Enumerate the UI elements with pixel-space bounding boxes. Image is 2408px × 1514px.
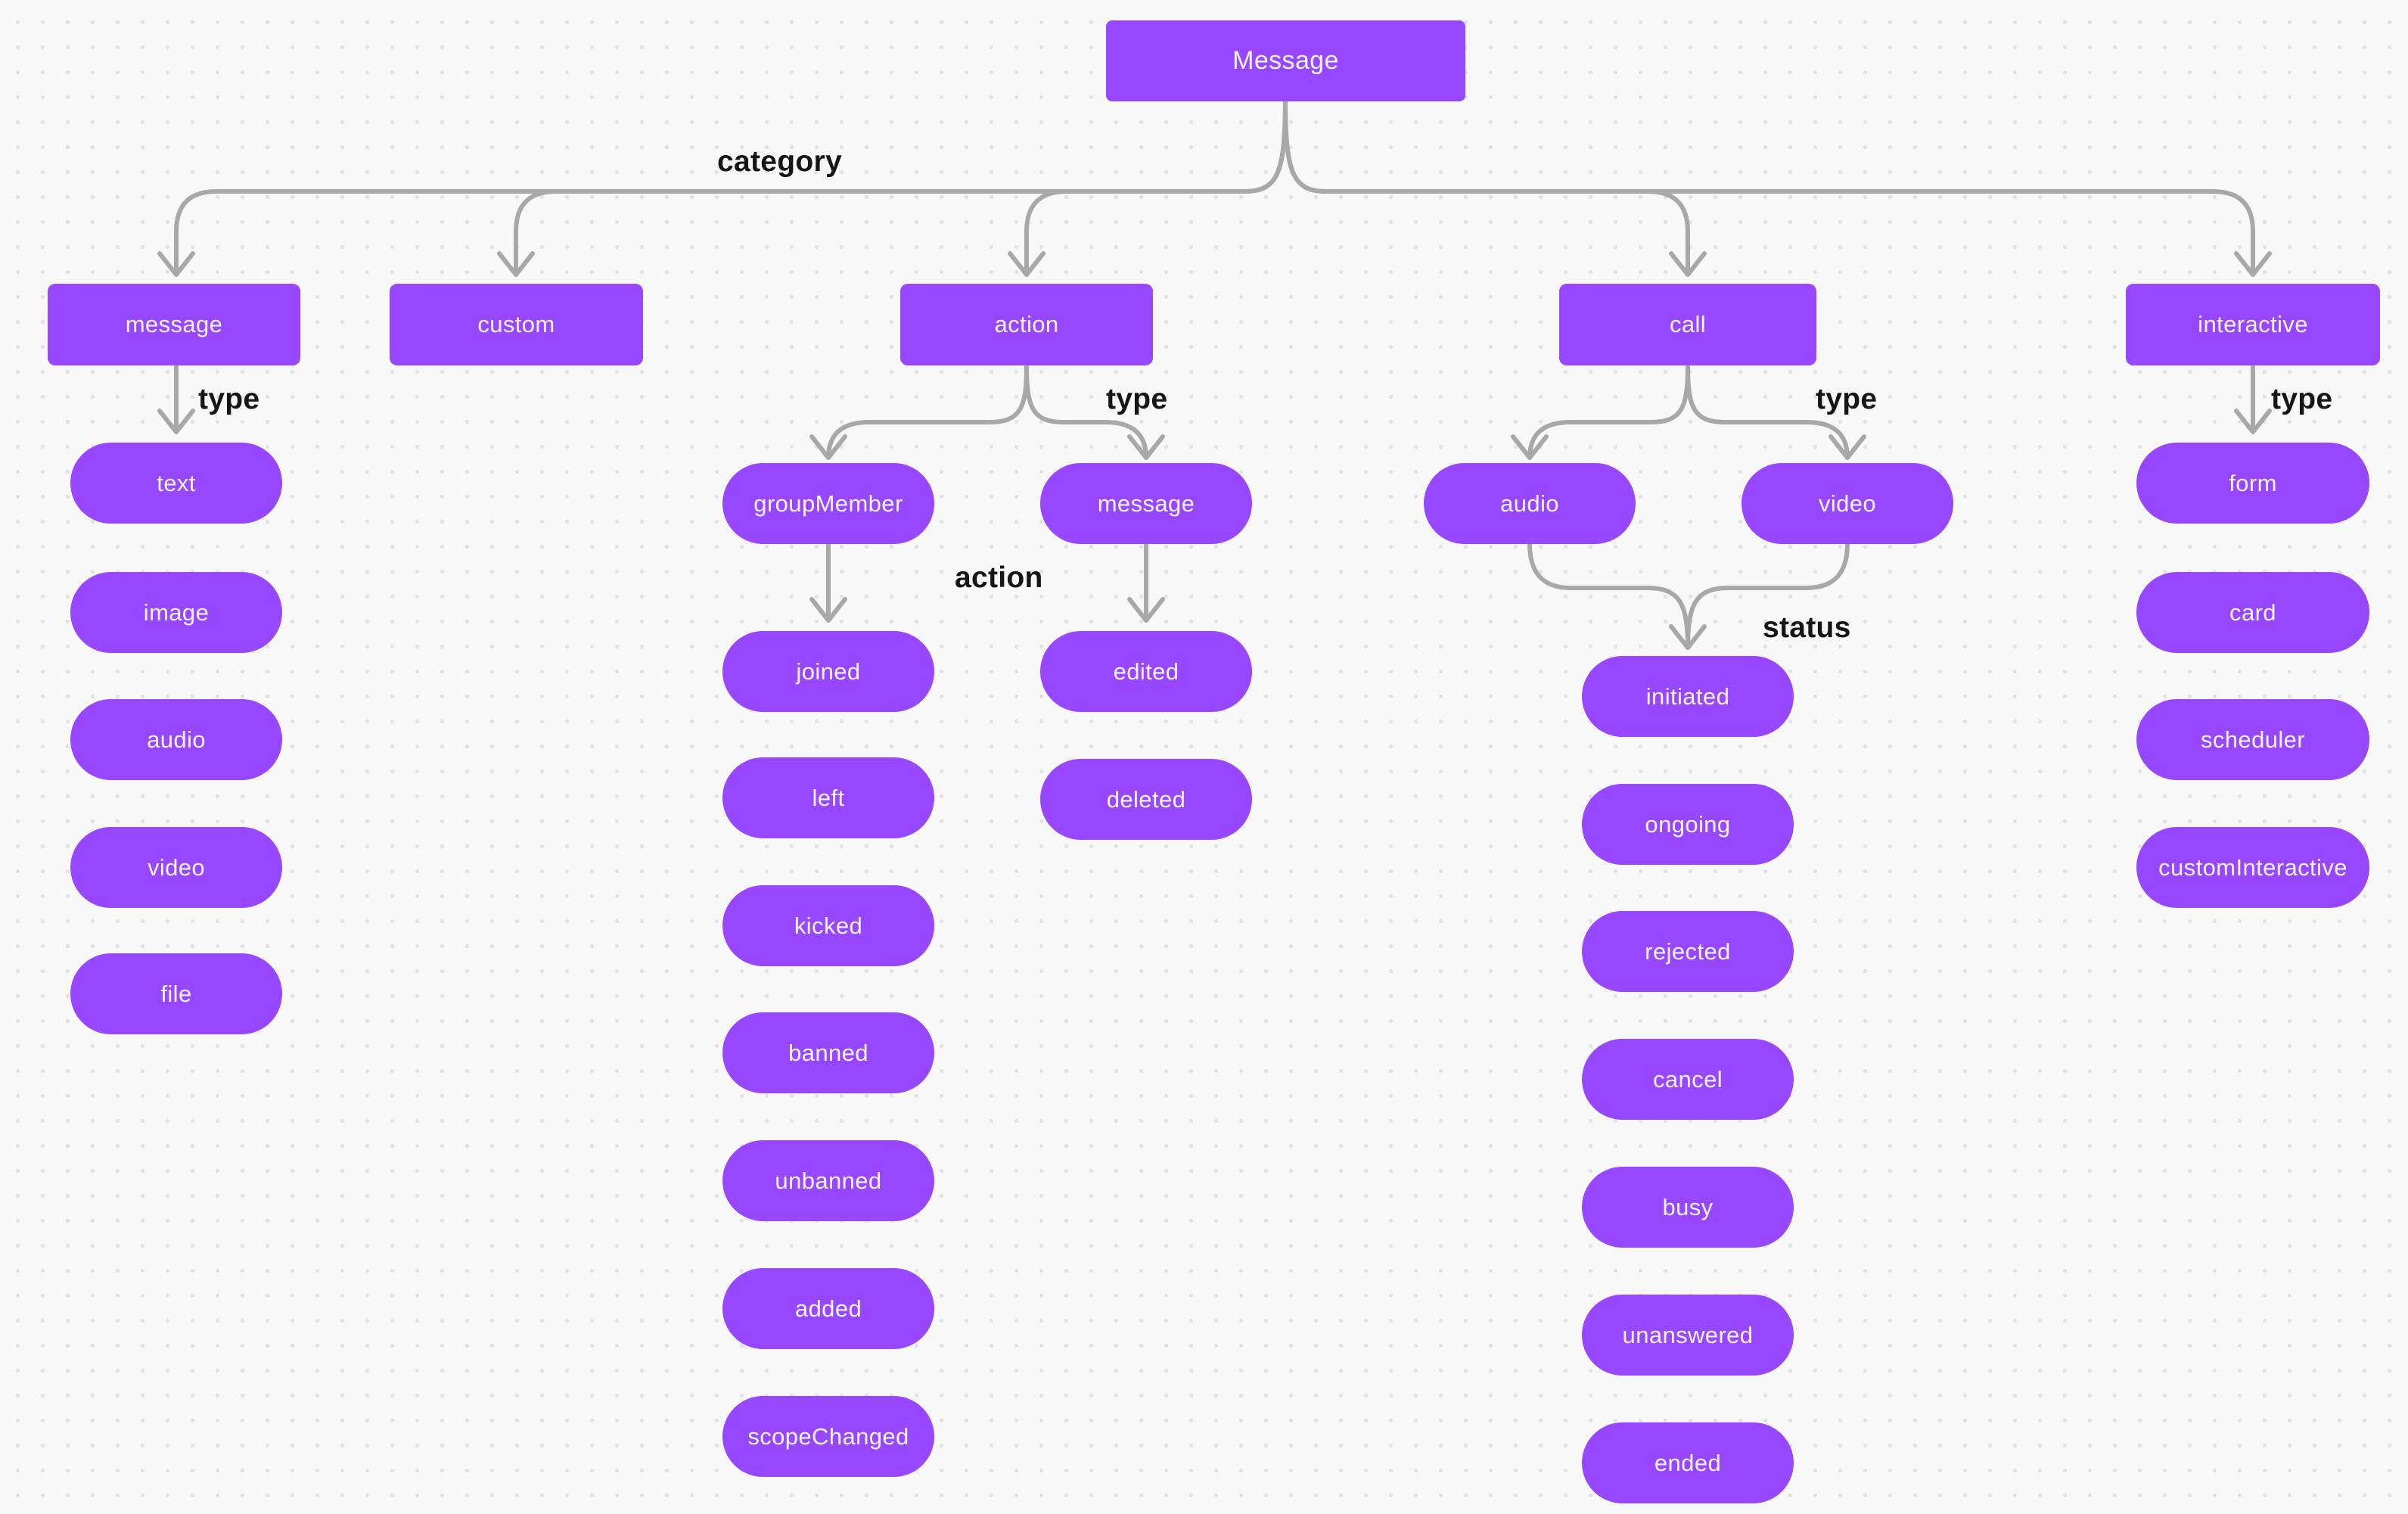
edge-root-to-custom — [497, 99, 1288, 277]
node-status-busy[interactable]: busy — [1582, 1167, 1794, 1248]
edge-label-type-action: type — [1106, 383, 1168, 415]
node-status-cancel[interactable]: cancel — [1582, 1039, 1794, 1120]
node-action-kicked[interactable]: kicked — [722, 885, 934, 966]
node-calltype-video[interactable]: video — [1742, 463, 1953, 544]
node-status-rejected[interactable]: rejected — [1582, 911, 1794, 992]
node-category-call[interactable]: call — [1559, 284, 1816, 365]
edge-root-to-message — [157, 99, 1288, 277]
node-status-unanswered[interactable]: unanswered — [1582, 1295, 1794, 1376]
edge-action-to-message — [1024, 365, 1165, 460]
edge-interactive-to-form — [2234, 365, 2272, 434]
node-interactive-form[interactable]: form — [2136, 443, 2369, 524]
node-category-message[interactable]: message — [48, 284, 300, 365]
node-category-action[interactable]: action — [900, 284, 1153, 365]
edge-label-type-call: type — [1816, 383, 1878, 415]
edge-label-action: action — [955, 561, 1043, 594]
node-interactive-card[interactable]: card — [2136, 572, 2369, 653]
node-type-audio[interactable]: audio — [70, 699, 282, 780]
node-action-unbanned[interactable]: unbanned — [722, 1140, 934, 1221]
node-type-text[interactable]: text — [70, 443, 282, 524]
edge-groupmember-to-joined — [809, 542, 847, 623]
edge-root-to-interactive — [1283, 99, 2272, 277]
node-action-deleted[interactable]: deleted — [1040, 759, 1252, 840]
edge-label-type-interactive: type — [2271, 383, 2333, 415]
node-message-root[interactable]: Message — [1106, 20, 1465, 101]
edge-label-status: status — [1763, 611, 1851, 644]
node-action-banned[interactable]: banned — [722, 1012, 934, 1093]
node-action-joined[interactable]: joined — [722, 631, 934, 712]
edge-action-to-groupmember — [809, 365, 1029, 460]
edge-video-to-initiated — [1686, 542, 1850, 650]
node-type-action-message[interactable]: message — [1040, 463, 1252, 544]
edge-actionmessage-to-edited — [1127, 542, 1165, 623]
node-action-edited[interactable]: edited — [1040, 631, 1252, 712]
node-status-initiated[interactable]: initiated — [1582, 656, 1794, 737]
edge-root-to-action — [1008, 99, 1288, 277]
node-action-left[interactable]: left — [722, 757, 934, 838]
node-status-ended[interactable]: ended — [1582, 1422, 1794, 1503]
node-interactive-scheduler[interactable]: scheduler — [2136, 699, 2369, 780]
node-interactive-custominteractive[interactable]: customInteractive — [2136, 827, 2369, 908]
edge-call-to-video — [1686, 365, 1866, 460]
node-status-ongoing[interactable]: ongoing — [1582, 784, 1794, 865]
node-type-video[interactable]: video — [70, 827, 282, 908]
node-action-added[interactable]: added — [722, 1268, 934, 1349]
node-type-groupmember[interactable]: groupMember — [722, 463, 934, 544]
edge-message-to-text — [157, 365, 195, 434]
edge-audio-to-initiated — [1527, 542, 1707, 650]
node-type-file[interactable]: file — [70, 953, 282, 1034]
edge-call-to-audio — [1511, 365, 1690, 460]
node-type-image[interactable]: image — [70, 572, 282, 653]
node-category-interactive[interactable]: interactive — [2126, 284, 2380, 365]
node-action-scopechanged[interactable]: scopeChanged — [722, 1396, 934, 1477]
node-calltype-audio[interactable]: audio — [1424, 463, 1636, 544]
edge-label-category: category — [717, 145, 842, 178]
edge-root-to-call — [1283, 99, 1707, 277]
edge-label-type-message: type — [198, 383, 260, 415]
node-category-custom[interactable]: custom — [390, 284, 643, 365]
